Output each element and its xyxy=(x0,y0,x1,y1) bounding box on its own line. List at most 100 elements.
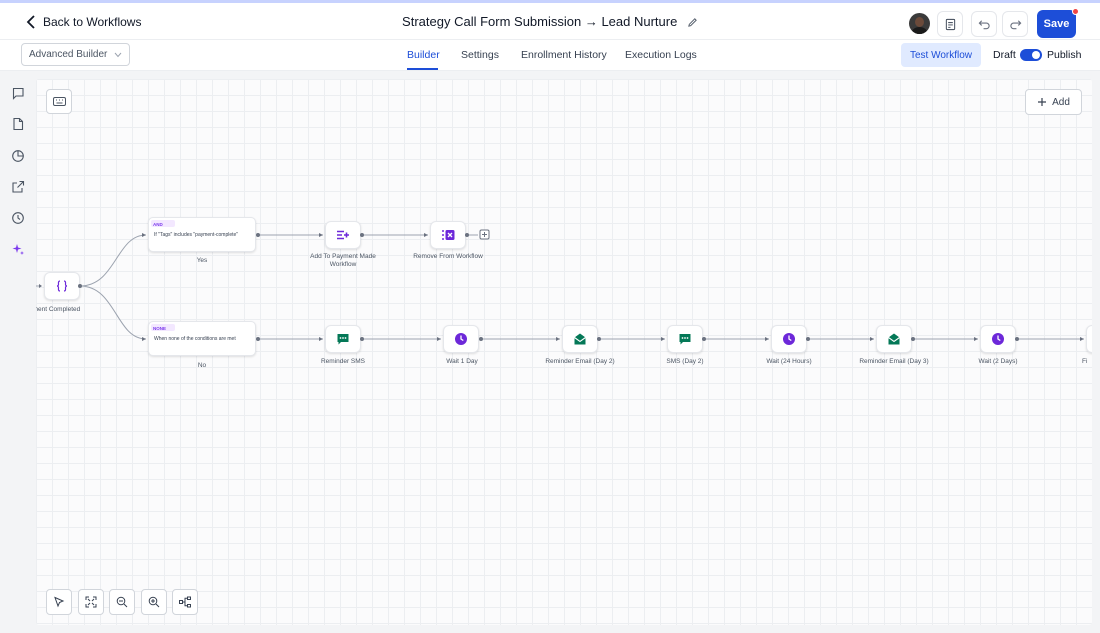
connector-dot xyxy=(256,337,260,341)
top-accent-line xyxy=(0,0,1100,3)
left-sidebar xyxy=(0,71,36,633)
avatar[interactable] xyxy=(909,13,930,34)
zoom-out-button[interactable] xyxy=(109,589,135,615)
connector-dot xyxy=(479,337,483,341)
action-node-partial[interactable] xyxy=(1086,325,1092,353)
action-node-add-to-workflow[interactable] xyxy=(325,221,361,249)
branch-label-no: No xyxy=(197,362,207,369)
add-label: Add xyxy=(1052,96,1070,108)
branch-label-yes: Yes xyxy=(196,257,208,264)
step-label: Reminder Email (Day 3) xyxy=(859,358,929,365)
add-button[interactable]: Add xyxy=(1025,89,1082,115)
builder-mode-value: Advanced Builder xyxy=(29,49,108,60)
tab-settings[interactable]: Settings xyxy=(461,49,499,61)
remove-from-workflow-icon xyxy=(442,230,455,240)
tree-layout-icon xyxy=(179,596,191,608)
sms-icon xyxy=(337,334,349,345)
external-link-icon[interactable] xyxy=(11,180,25,194)
sparkles-icon[interactable] xyxy=(11,242,25,256)
clock-icon xyxy=(783,333,795,345)
publish-label: Publish xyxy=(1047,49,1082,61)
back-to-workflows-link[interactable]: Back to Workflows xyxy=(26,12,141,32)
zoom-in-button[interactable] xyxy=(141,589,167,615)
condition-node-yes[interactable]: AND If "Tags" includes "payment-complete… xyxy=(148,217,256,252)
pencil-icon[interactable] xyxy=(687,17,698,28)
back-label: Back to Workflows xyxy=(43,15,142,29)
clock-icon xyxy=(992,333,1004,345)
connector-dot xyxy=(360,337,364,341)
chevron-down-icon xyxy=(114,52,122,58)
workflow-title-text[interactable]: Strategy Call Form Submission → Lead Nur… xyxy=(402,14,678,29)
keyboard-icon xyxy=(52,97,66,106)
step-label: Add To Payment Made Workflow xyxy=(310,253,376,268)
select-tool-button[interactable] xyxy=(46,589,72,615)
zoom-out-icon xyxy=(116,596,128,608)
action-node-remove-from-workflow[interactable] xyxy=(430,221,466,249)
sub-toolbar: Advanced Builder Builder Settings Enroll… xyxy=(0,40,1100,71)
connection-lines xyxy=(36,229,1084,341)
wait-node[interactable] xyxy=(771,325,807,353)
file-icon[interactable] xyxy=(11,117,25,131)
clock-icon xyxy=(455,333,467,345)
pie-chart-icon[interactable] xyxy=(11,149,25,163)
plus-icon xyxy=(1038,98,1047,106)
connector-dot xyxy=(360,233,364,237)
connector-dot xyxy=(597,337,601,341)
publish-toggle[interactable] xyxy=(1020,49,1042,61)
auto-layout-button[interactable] xyxy=(172,589,198,615)
notes-button[interactable] xyxy=(937,11,963,37)
workflow-title: Strategy Call Form Submission → Lead Nur… xyxy=(0,14,1100,29)
wait-node[interactable] xyxy=(443,325,479,353)
condition-text: When none of the conditions are met xyxy=(154,336,236,342)
undo-icon xyxy=(978,19,990,29)
connector-dot xyxy=(1015,337,1019,341)
builder-mode-select[interactable]: Advanced Builder xyxy=(21,43,130,66)
condition-tag-bg xyxy=(151,220,175,227)
header: Back to Workflows Strategy Call Form Sub… xyxy=(0,3,1100,40)
cursor-icon xyxy=(54,596,65,608)
step-label: SMS (Day 2) xyxy=(666,358,704,365)
tab-enrollment-history[interactable]: Enrollment History xyxy=(521,49,607,61)
action-node-sms[interactable] xyxy=(325,325,361,353)
step-label: Remove From Workflow xyxy=(413,253,483,260)
undo-button[interactable] xyxy=(971,11,997,37)
chat-icon[interactable] xyxy=(11,86,25,100)
action-node-email[interactable] xyxy=(876,325,912,353)
email-icon xyxy=(574,333,586,345)
add-to-workflow-icon xyxy=(337,230,349,240)
wait-node[interactable] xyxy=(980,325,1016,353)
step-label: Wait 1 Day xyxy=(446,358,478,365)
step-label: Wait (2 Days) xyxy=(978,358,1018,365)
trigger-node[interactable] xyxy=(44,272,80,300)
action-node-email[interactable] xyxy=(562,325,598,353)
connector-dot xyxy=(806,337,810,341)
connector-dot xyxy=(78,284,82,288)
tab-execution-logs[interactable]: Execution Logs xyxy=(625,49,697,61)
redo-button[interactable] xyxy=(1002,11,1028,37)
connector-dot xyxy=(256,233,260,237)
condition-node-no[interactable]: NONE When none of the conditions are met xyxy=(148,321,256,356)
step-label: Fi xyxy=(1082,358,1088,365)
expand-icon xyxy=(85,596,97,608)
chevron-left-icon xyxy=(26,15,35,29)
fit-view-button[interactable] xyxy=(78,589,104,615)
unsaved-indicator xyxy=(1072,8,1079,15)
save-label: Save xyxy=(1043,18,1070,30)
history-icon[interactable] xyxy=(11,211,25,225)
action-node-sms[interactable] xyxy=(667,325,703,353)
keyboard-shortcuts-button[interactable] xyxy=(46,89,72,114)
step-label: Reminder SMS xyxy=(320,358,366,365)
condition-tag-bg xyxy=(151,324,175,331)
code-braces-icon xyxy=(56,280,68,292)
save-button[interactable]: Save xyxy=(1037,8,1079,38)
workflow-canvas[interactable]: Add xyxy=(36,79,1092,625)
tab-builder[interactable]: Builder xyxy=(407,49,440,61)
step-label: Wait (24 Hours) xyxy=(766,358,812,365)
condition-tag: AND xyxy=(153,222,163,227)
document-list-icon xyxy=(945,18,955,30)
step-label: Reminder Email (Day 2) xyxy=(545,358,615,365)
connector-dot xyxy=(911,337,915,341)
connector-dot xyxy=(702,337,706,341)
test-workflow-button[interactable]: Test Workflow xyxy=(901,43,981,67)
draft-label: Draft xyxy=(993,49,1016,61)
